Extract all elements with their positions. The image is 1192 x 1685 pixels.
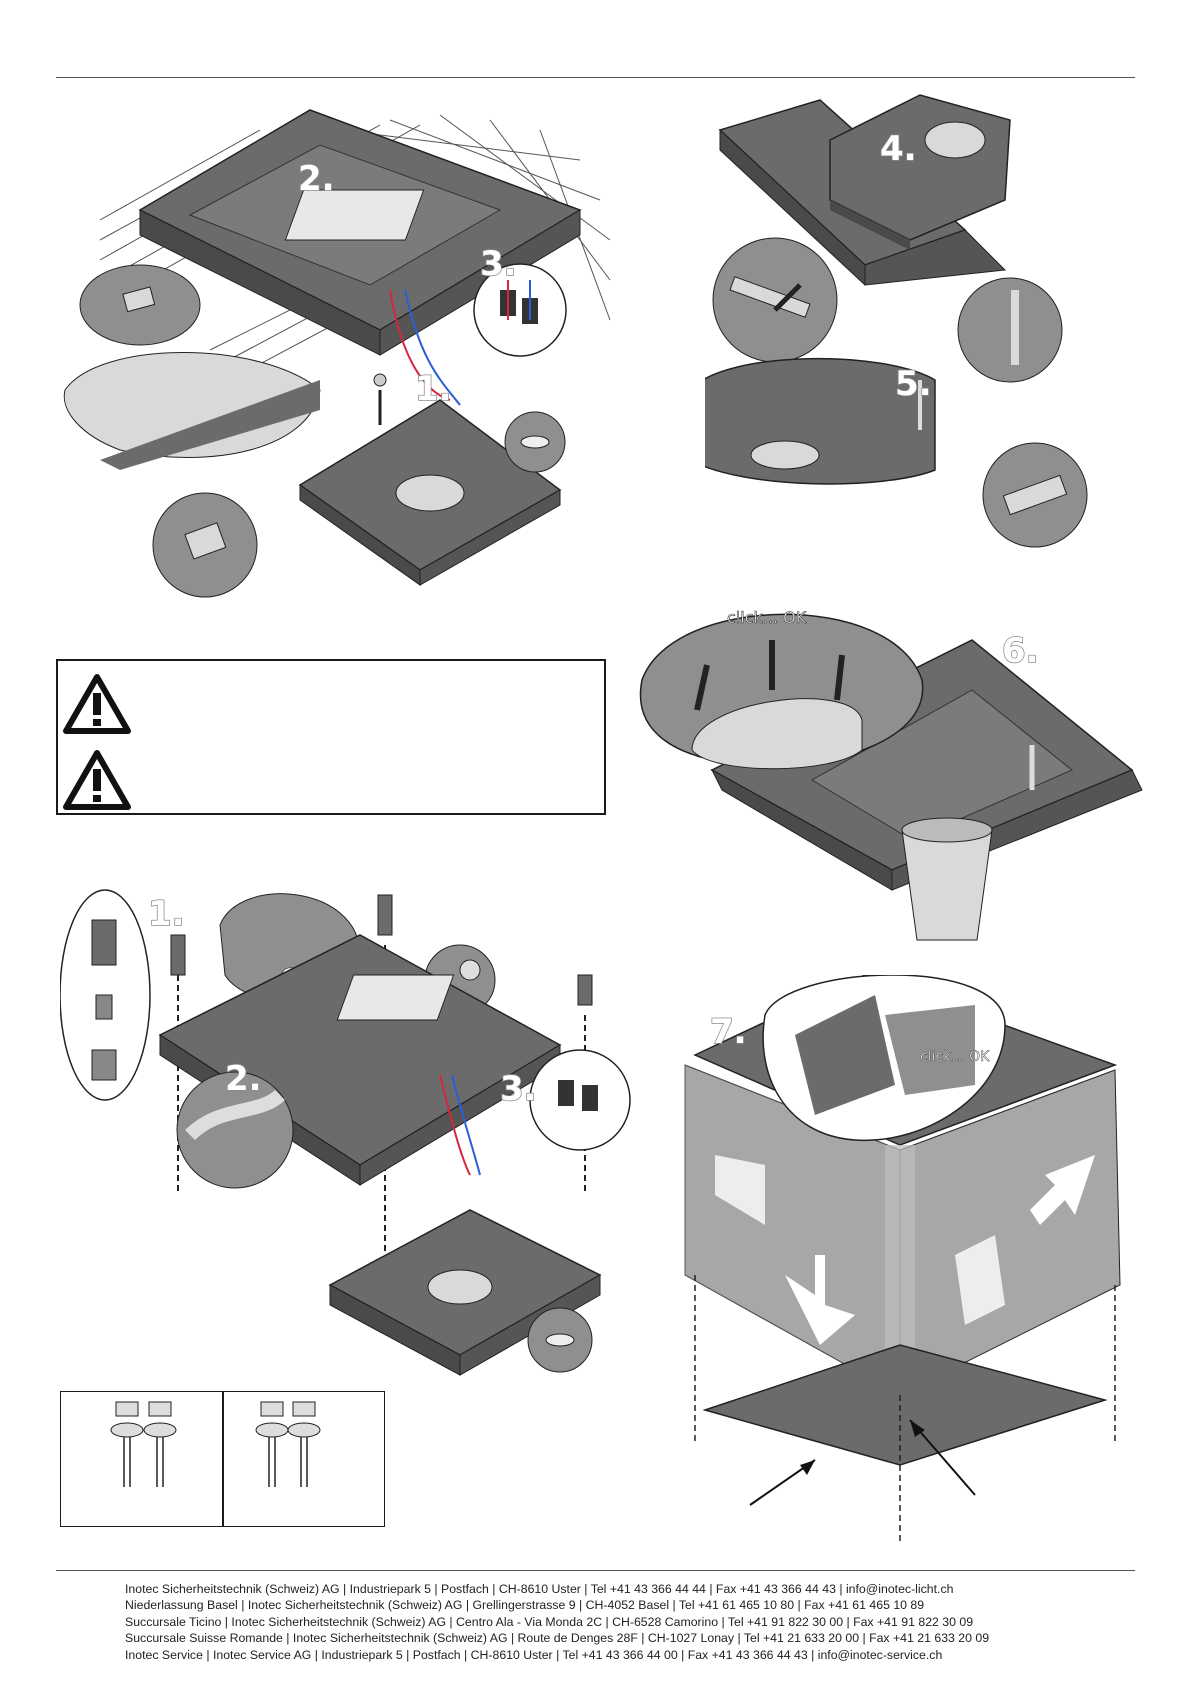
- step-number-2: 2.: [298, 159, 335, 199]
- bottom-rule: [56, 1570, 1135, 1571]
- adjustment-legend-box: [60, 1391, 385, 1527]
- footer-addresses: Inotec Sicherheitstechnik (Schweiz) AG |…: [125, 1581, 1125, 1663]
- adjustment-detail-drawing: [110, 1401, 321, 1487]
- speaker-grille: [924, 121, 986, 159]
- running-man-icon: [955, 1235, 1005, 1325]
- illustration-cover-insert: 4. 5.: [705, 90, 1115, 560]
- warning-row-1: [58, 665, 604, 737]
- step-number-6: 6.: [1002, 631, 1039, 671]
- detail-bubble-connector: [473, 263, 567, 357]
- footer-line-2: Niederlassung Basel | Inotec Sicherheits…: [125, 1598, 925, 1613]
- footer-line-1: Inotec Sicherheitstechnik (Schweiz) AG |…: [125, 1582, 954, 1596]
- click-ok-label: click... OK: [920, 1049, 990, 1065]
- footer-line-3: Succursale Ticino | Inotec Sicherheitste…: [125, 1614, 974, 1629]
- step-number-1: 1.: [415, 369, 452, 409]
- illustration-exit-sign-cube: click... OK 7.: [675, 975, 1135, 1555]
- detail-bubble-connector: [529, 1049, 631, 1151]
- top-rule: [56, 77, 1135, 78]
- running-man-icon: [715, 1155, 765, 1225]
- base-plate: [702, 1344, 1108, 1466]
- illustration-ceiling-mount: 2. 3. 1.: [60, 90, 620, 620]
- warning-box: [56, 659, 606, 815]
- footer-line-4: Succursale Suisse Romande | Inotec Siche…: [125, 1631, 990, 1646]
- step-number-5: 5.: [895, 364, 932, 404]
- speaker-grille: [427, 1269, 493, 1305]
- step-number-3: 3.: [480, 244, 517, 284]
- step-number-1: 1.: [148, 894, 185, 934]
- step-number-7: 7.: [710, 1012, 747, 1052]
- step-number-2: 2.: [225, 1059, 262, 1099]
- warning-triangle-icon: [63, 674, 131, 734]
- arrow-down-icon: [785, 1255, 855, 1345]
- illustration-pendant-mount: 1. OK 2. 3.: [60, 875, 640, 1385]
- step-number-4: 4.: [880, 129, 917, 169]
- detail-bubble-screw: [957, 277, 1063, 383]
- detail-bubble-cable: [63, 352, 321, 458]
- footer-line-5: Inotec Service | Inotec Service AG | Ind…: [125, 1647, 943, 1662]
- speaker-grille: [395, 474, 465, 512]
- arrow-diagonal-icon: [1030, 1155, 1095, 1225]
- warning-row-2: [58, 741, 604, 813]
- click-ok-label: click... OK: [727, 608, 807, 627]
- diffuser-cone: [901, 829, 993, 941]
- step-number-3: 3.: [500, 1069, 537, 1109]
- warning-triangle-icon: [63, 750, 131, 810]
- illustration-diffuser-click: click... OK 6.: [632, 600, 1152, 950]
